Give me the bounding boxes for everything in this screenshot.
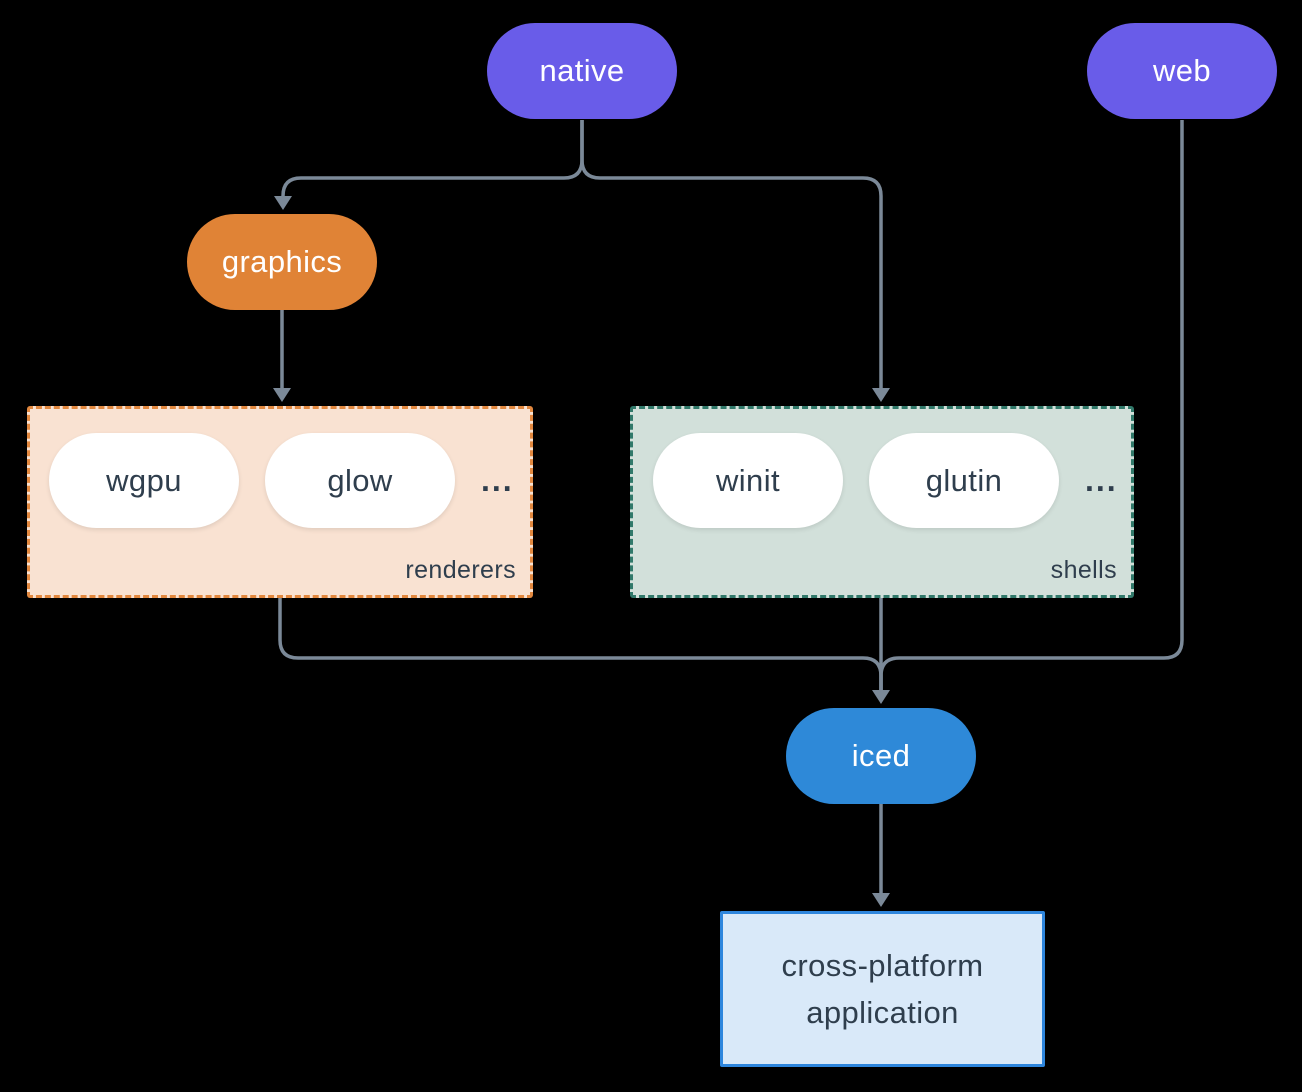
node-web-label: web: [1152, 53, 1212, 88]
arrowhead-graphics-icon: [274, 196, 292, 210]
node-glutin-label: glutin: [925, 462, 1003, 498]
shells-ellipsis: ...: [1085, 462, 1118, 498]
edge-native-graphics: [281, 120, 584, 197]
node-wgpu-label: wgpu: [106, 462, 182, 498]
node-winit: winit: [653, 433, 843, 528]
shells-group-label: shells: [1050, 556, 1117, 584]
edge-native-shells: [580, 120, 883, 388]
node-winit-label: winit: [715, 462, 780, 498]
shells-pill-row: winit glutin ...: [633, 433, 1118, 528]
node-glutin: glutin: [869, 433, 1059, 528]
group-renderers: wgpu glow ... renderers: [27, 406, 533, 598]
group-shells: winit glutin ... shells: [630, 406, 1134, 598]
node-glow: glow: [265, 433, 455, 528]
node-wgpu: wgpu: [49, 433, 239, 528]
edge-web-iced: [879, 120, 1184, 690]
node-iced-label: iced: [851, 738, 911, 773]
node-native-label: native: [539, 53, 625, 88]
node-native: native: [487, 23, 677, 119]
node-graphics-label: graphics: [221, 244, 343, 279]
renderers-pill-row: wgpu glow ...: [30, 433, 514, 528]
node-glow-label: glow: [327, 462, 393, 498]
node-iced: iced: [786, 708, 976, 804]
renderers-group-label: renderers: [405, 556, 516, 584]
application-label-line1: cross-platform: [781, 948, 984, 983]
arrowhead-iced-icon: [872, 690, 890, 704]
node-cross-platform-application: cross-platform application: [720, 911, 1045, 1067]
node-graphics: graphics: [187, 214, 377, 310]
arrowhead-application-icon: [872, 893, 890, 907]
node-web: web: [1087, 23, 1277, 119]
arrowhead-renderers-icon: [273, 388, 291, 402]
arrowhead-shells-icon: [872, 388, 890, 402]
edge-renderers-iced: [278, 598, 883, 690]
renderers-ellipsis: ...: [481, 462, 514, 498]
application-label-line2: application: [806, 995, 959, 1030]
